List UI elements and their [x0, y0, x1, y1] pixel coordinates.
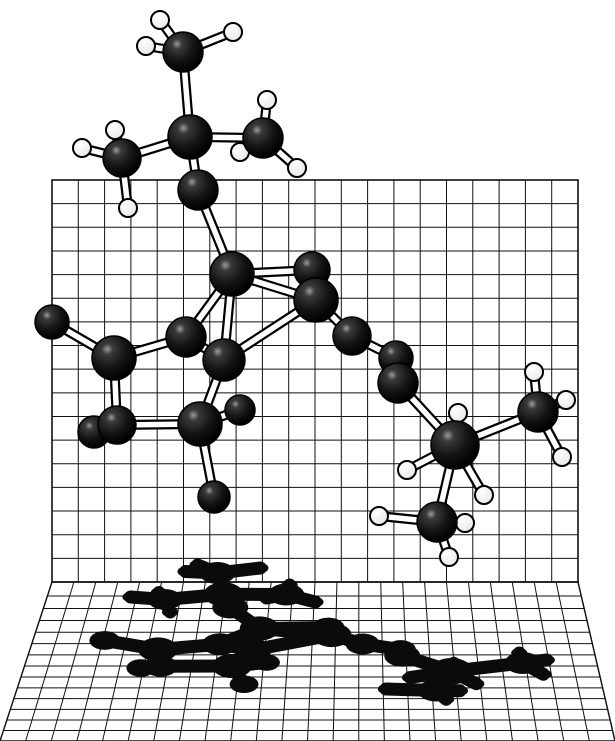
shadow-hydrogen: [535, 669, 552, 680]
shadow-atom: [384, 644, 421, 667]
shadow-hydrogen: [538, 655, 555, 665]
shadow-hydrogen: [258, 593, 275, 603]
hydrogen-atom: [397, 460, 417, 480]
hydrogen-atom: [556, 390, 576, 410]
hydrogen-atom: [524, 362, 544, 382]
atom: [91, 335, 137, 381]
shadow-hydrogen: [511, 648, 528, 658]
shadow-atom: [212, 653, 252, 679]
floor-grid-line: [0, 581, 53, 741]
shadow-hydrogen: [438, 694, 455, 705]
hydrogen-atom: [474, 485, 494, 505]
hydrogen-atom: [105, 120, 125, 140]
shadow-hydrogen: [281, 580, 298, 590]
shadow-hydrogen: [468, 678, 485, 689]
shadow-hydrogen: [122, 592, 139, 602]
shadow-atom: [126, 659, 156, 677]
shadow-atom: [252, 654, 280, 671]
hydrogen-atom: [136, 36, 156, 56]
atom: [242, 117, 284, 159]
atom: [97, 405, 137, 445]
shadow-atom: [429, 658, 473, 685]
atom: [177, 169, 219, 211]
floor-grid: [0, 581, 615, 741]
shadow-atom: [311, 622, 352, 648]
shadow-hydrogen: [401, 672, 419, 683]
shadow-hydrogen: [445, 658, 462, 669]
shadow-hydrogen: [307, 597, 324, 607]
shadow-atom: [201, 633, 238, 656]
hydrogen-atom: [118, 198, 138, 218]
hydrogen-atom: [150, 10, 170, 30]
shadow-hydrogen: [377, 684, 395, 694]
hydrogen-atom: [448, 403, 468, 423]
floor-grid-line: [380, 581, 385, 741]
atom: [293, 277, 339, 323]
shadow-hydrogen: [189, 560, 206, 570]
shadow-atom: [212, 596, 249, 619]
shadow-atom: [268, 583, 305, 606]
shadow-atom: [199, 562, 236, 584]
hydrogen-atom: [287, 158, 307, 178]
hydrogen-atom: [72, 138, 92, 158]
shadow-hydrogen: [451, 685, 468, 696]
atom: [165, 316, 207, 358]
floor-grid-line: [332, 581, 338, 741]
shadow-atom: [239, 616, 280, 641]
atom: [197, 480, 231, 514]
atom: [167, 114, 213, 160]
hydrogen-atom: [455, 513, 475, 533]
shadow-atom: [345, 633, 380, 655]
molecule-shadow: [89, 558, 555, 706]
shadow-atom: [504, 652, 541, 674]
hydrogen-atom: [223, 22, 243, 42]
atom: [177, 401, 223, 447]
shadow-atom: [229, 675, 259, 694]
hydrogen-atom: [552, 447, 572, 467]
atom: [517, 391, 559, 433]
shadow-hydrogen: [161, 607, 179, 617]
molecule-atoms: [34, 10, 576, 567]
floor-grid-line: [555, 581, 590, 741]
shadow-atom: [138, 637, 178, 662]
atom: [209, 251, 255, 297]
atom: [224, 394, 256, 426]
atom: [102, 138, 142, 178]
hydrogen-atom: [439, 547, 459, 567]
atom: [377, 362, 419, 404]
hydrogen-atom: [257, 90, 277, 110]
hydrogen-atom: [369, 506, 389, 526]
atom: [162, 31, 204, 73]
shadow-hydrogen: [177, 566, 194, 577]
back-wall-grid: [51, 179, 579, 583]
atom: [416, 501, 458, 543]
floor-grid-line: [281, 581, 294, 741]
floor-grid-line: [577, 581, 615, 741]
floor-grid-line: [25, 581, 75, 741]
atom: [430, 420, 480, 470]
atom: [332, 316, 372, 356]
shadow-hydrogen: [150, 587, 167, 598]
floor-grid-line: [50, 581, 97, 741]
shadow-hydrogen: [252, 563, 269, 573]
atom: [34, 304, 70, 340]
atom: [202, 338, 246, 382]
floor-grid-line: [76, 581, 119, 741]
shadow-atom: [89, 631, 121, 650]
